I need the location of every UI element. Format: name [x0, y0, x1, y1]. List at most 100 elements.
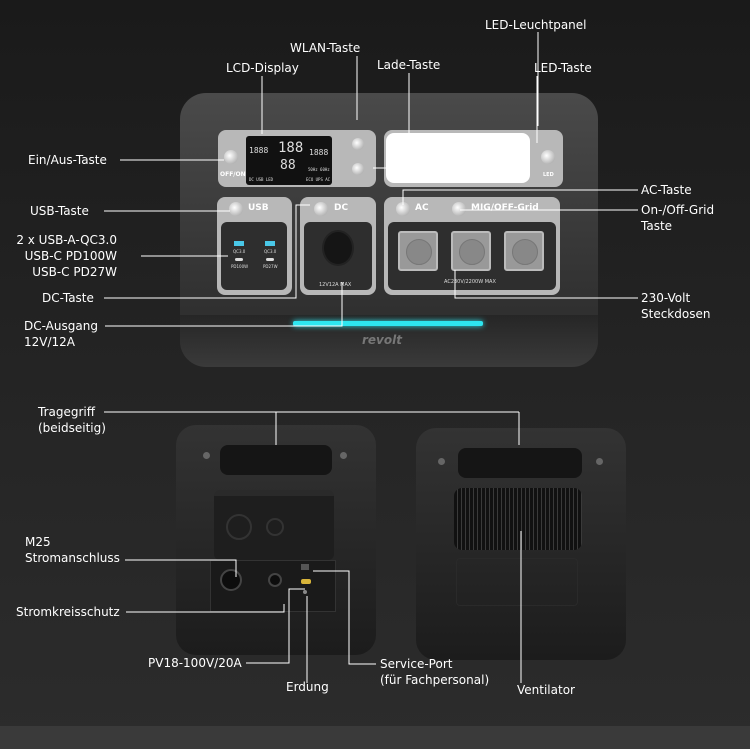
port-area [210, 560, 336, 612]
label-power-button: Ein/Aus-Taste [28, 153, 107, 167]
lcd-main: 188 [278, 140, 304, 156]
cover-knob [226, 514, 252, 540]
usb-a-port[interactable] [265, 241, 275, 246]
charge-button[interactable] [352, 163, 364, 175]
led-panel: LED [384, 130, 563, 187]
label-line: 230-Volt [641, 291, 691, 305]
lcd-sub: 88 [280, 158, 296, 173]
label-usb-ports: 2 x USB-A-QC3.0 USB-C PD100W USB-C PD27W [10, 232, 117, 280]
label-line: M25 [25, 535, 51, 549]
label-line: Taste [641, 219, 673, 233]
ac-socket[interactable] [451, 231, 491, 271]
screw [340, 452, 347, 459]
power-button[interactable] [224, 150, 238, 164]
grid-label: MIG/OFF-Grid [471, 203, 539, 213]
label-fan: Ventilator [517, 683, 575, 697]
pd27-label: PD27W [263, 264, 278, 269]
rear-device [176, 425, 376, 655]
side-panel [456, 558, 578, 606]
label-dc-output: DC-Ausgang 12V/12A [24, 318, 98, 350]
breaker[interactable] [268, 573, 282, 587]
carry-handle [220, 445, 332, 475]
lcd-bottom-left: DC USB LED [249, 177, 274, 182]
usb-ports: QC3.0 QC3.0 PD100W PD27W [221, 222, 287, 290]
label-line: Stromanschluss [25, 551, 120, 565]
dc-well: 12V12A MAX [304, 222, 372, 290]
ac-panel: AC MIG/OFF-Grid AC230V/2200W MAX [384, 197, 560, 295]
label-lcd-display: LCD-Display [226, 61, 299, 75]
label-charge-button: Lade-Taste [377, 58, 441, 72]
label-line: 12V/12A [24, 335, 75, 349]
cover-knob [266, 518, 284, 536]
label-usb-c-100: USB-C PD100W [24, 249, 117, 263]
label-sockets: 230-Volt Steckdosen [641, 290, 710, 322]
wlan-button[interactable] [352, 138, 364, 150]
lcd-bottom-right: ECO UPS AC [306, 177, 331, 182]
brand-logo: revolt [362, 333, 402, 347]
label-wlan-button: WLAN-Taste [290, 41, 361, 55]
usb-label: USB [248, 203, 269, 213]
led-button[interactable] [541, 150, 555, 164]
ac-socket[interactable] [504, 231, 544, 271]
usb-c-port[interactable] [235, 258, 243, 261]
label-m25: M25 Stromanschluss [25, 534, 120, 566]
ac-button[interactable] [396, 202, 410, 216]
dc-panel: DC 12V12A MAX [300, 197, 376, 295]
label-line: Tragegriff [38, 405, 96, 419]
label-dc-button: DC-Taste [42, 291, 94, 305]
lcd-output: 1888 [309, 148, 329, 157]
dc-rating: 12V12A MAX [319, 282, 352, 288]
pd100-label: PD100W [231, 264, 249, 269]
label-line: Steckdosen [641, 307, 711, 321]
lcd-input: 1888 [249, 146, 269, 155]
ground-terminal[interactable] [303, 590, 307, 594]
lcd-freq: 50Hz 60Hz [308, 167, 330, 172]
ac-rating: AC230V/2200W MAX [444, 279, 496, 285]
label-grid-button: On-/Off-Grid Taste [641, 202, 714, 234]
dc-socket[interactable] [322, 230, 354, 266]
front-device: revolt OFF/ON 1888 188 88 1888 DC USB LE… [180, 93, 598, 367]
qc-label: QC3.0 [264, 249, 277, 254]
ac-socket[interactable] [398, 231, 438, 271]
label-usb-c-27: USB-C PD27W [32, 265, 117, 279]
label-handle: Tragegriff (beidseitig) [38, 404, 106, 436]
fan-vent [454, 488, 582, 550]
label-ground: Erdung [286, 680, 329, 694]
label-line: Service-Port [380, 657, 453, 671]
led-label: LED [543, 172, 554, 178]
dc-label: DC [334, 203, 349, 213]
label-usb-button: USB-Taste [30, 204, 89, 218]
label-breaker: Stromkreisschutz [16, 605, 120, 619]
label-line: DC-Ausgang [24, 319, 98, 333]
port-cover[interactable] [214, 490, 334, 560]
screw [596, 458, 603, 465]
label-led-button: LED-Taste [534, 61, 592, 75]
label-service-port: Service-Port (für Fachpersonal) [380, 656, 489, 688]
label-pv: PV18-100V/20A [148, 656, 242, 670]
ac-label: AC [415, 203, 429, 213]
led-light [386, 133, 530, 183]
lcd-display: 1888 188 88 1888 DC USB LED 50Hz 60Hz EC… [246, 136, 332, 185]
usb-panel: USB QC3.0 QC3.0 PD100W PD27W [217, 197, 292, 295]
label-led-panel: LED-Leuchtpanel [485, 18, 587, 32]
ac-well: AC230V/2200W MAX [388, 222, 556, 290]
cyan-light-bar [293, 321, 483, 326]
pv-port[interactable] [301, 579, 311, 584]
dc-button[interactable] [314, 202, 328, 216]
label-usb-a: 2 x USB-A-QC3.0 [16, 233, 117, 247]
usb-a-port[interactable] [234, 241, 244, 246]
service-port[interactable] [301, 564, 309, 570]
carry-handle [458, 448, 582, 478]
label-line: (beidseitig) [38, 421, 106, 435]
screw [438, 458, 445, 465]
usb-c-port[interactable] [266, 258, 274, 261]
label-ac-button: AC-Taste [641, 183, 692, 197]
qc-label: QC3.0 [233, 249, 246, 254]
label-line: On-/Off-Grid [641, 203, 715, 217]
grid-button[interactable] [452, 202, 466, 216]
usb-button[interactable] [229, 202, 243, 216]
off-on-label: OFF/ON [220, 171, 246, 178]
bottom-strip [0, 726, 750, 749]
label-line: (für Fachpersonal) [380, 673, 490, 687]
